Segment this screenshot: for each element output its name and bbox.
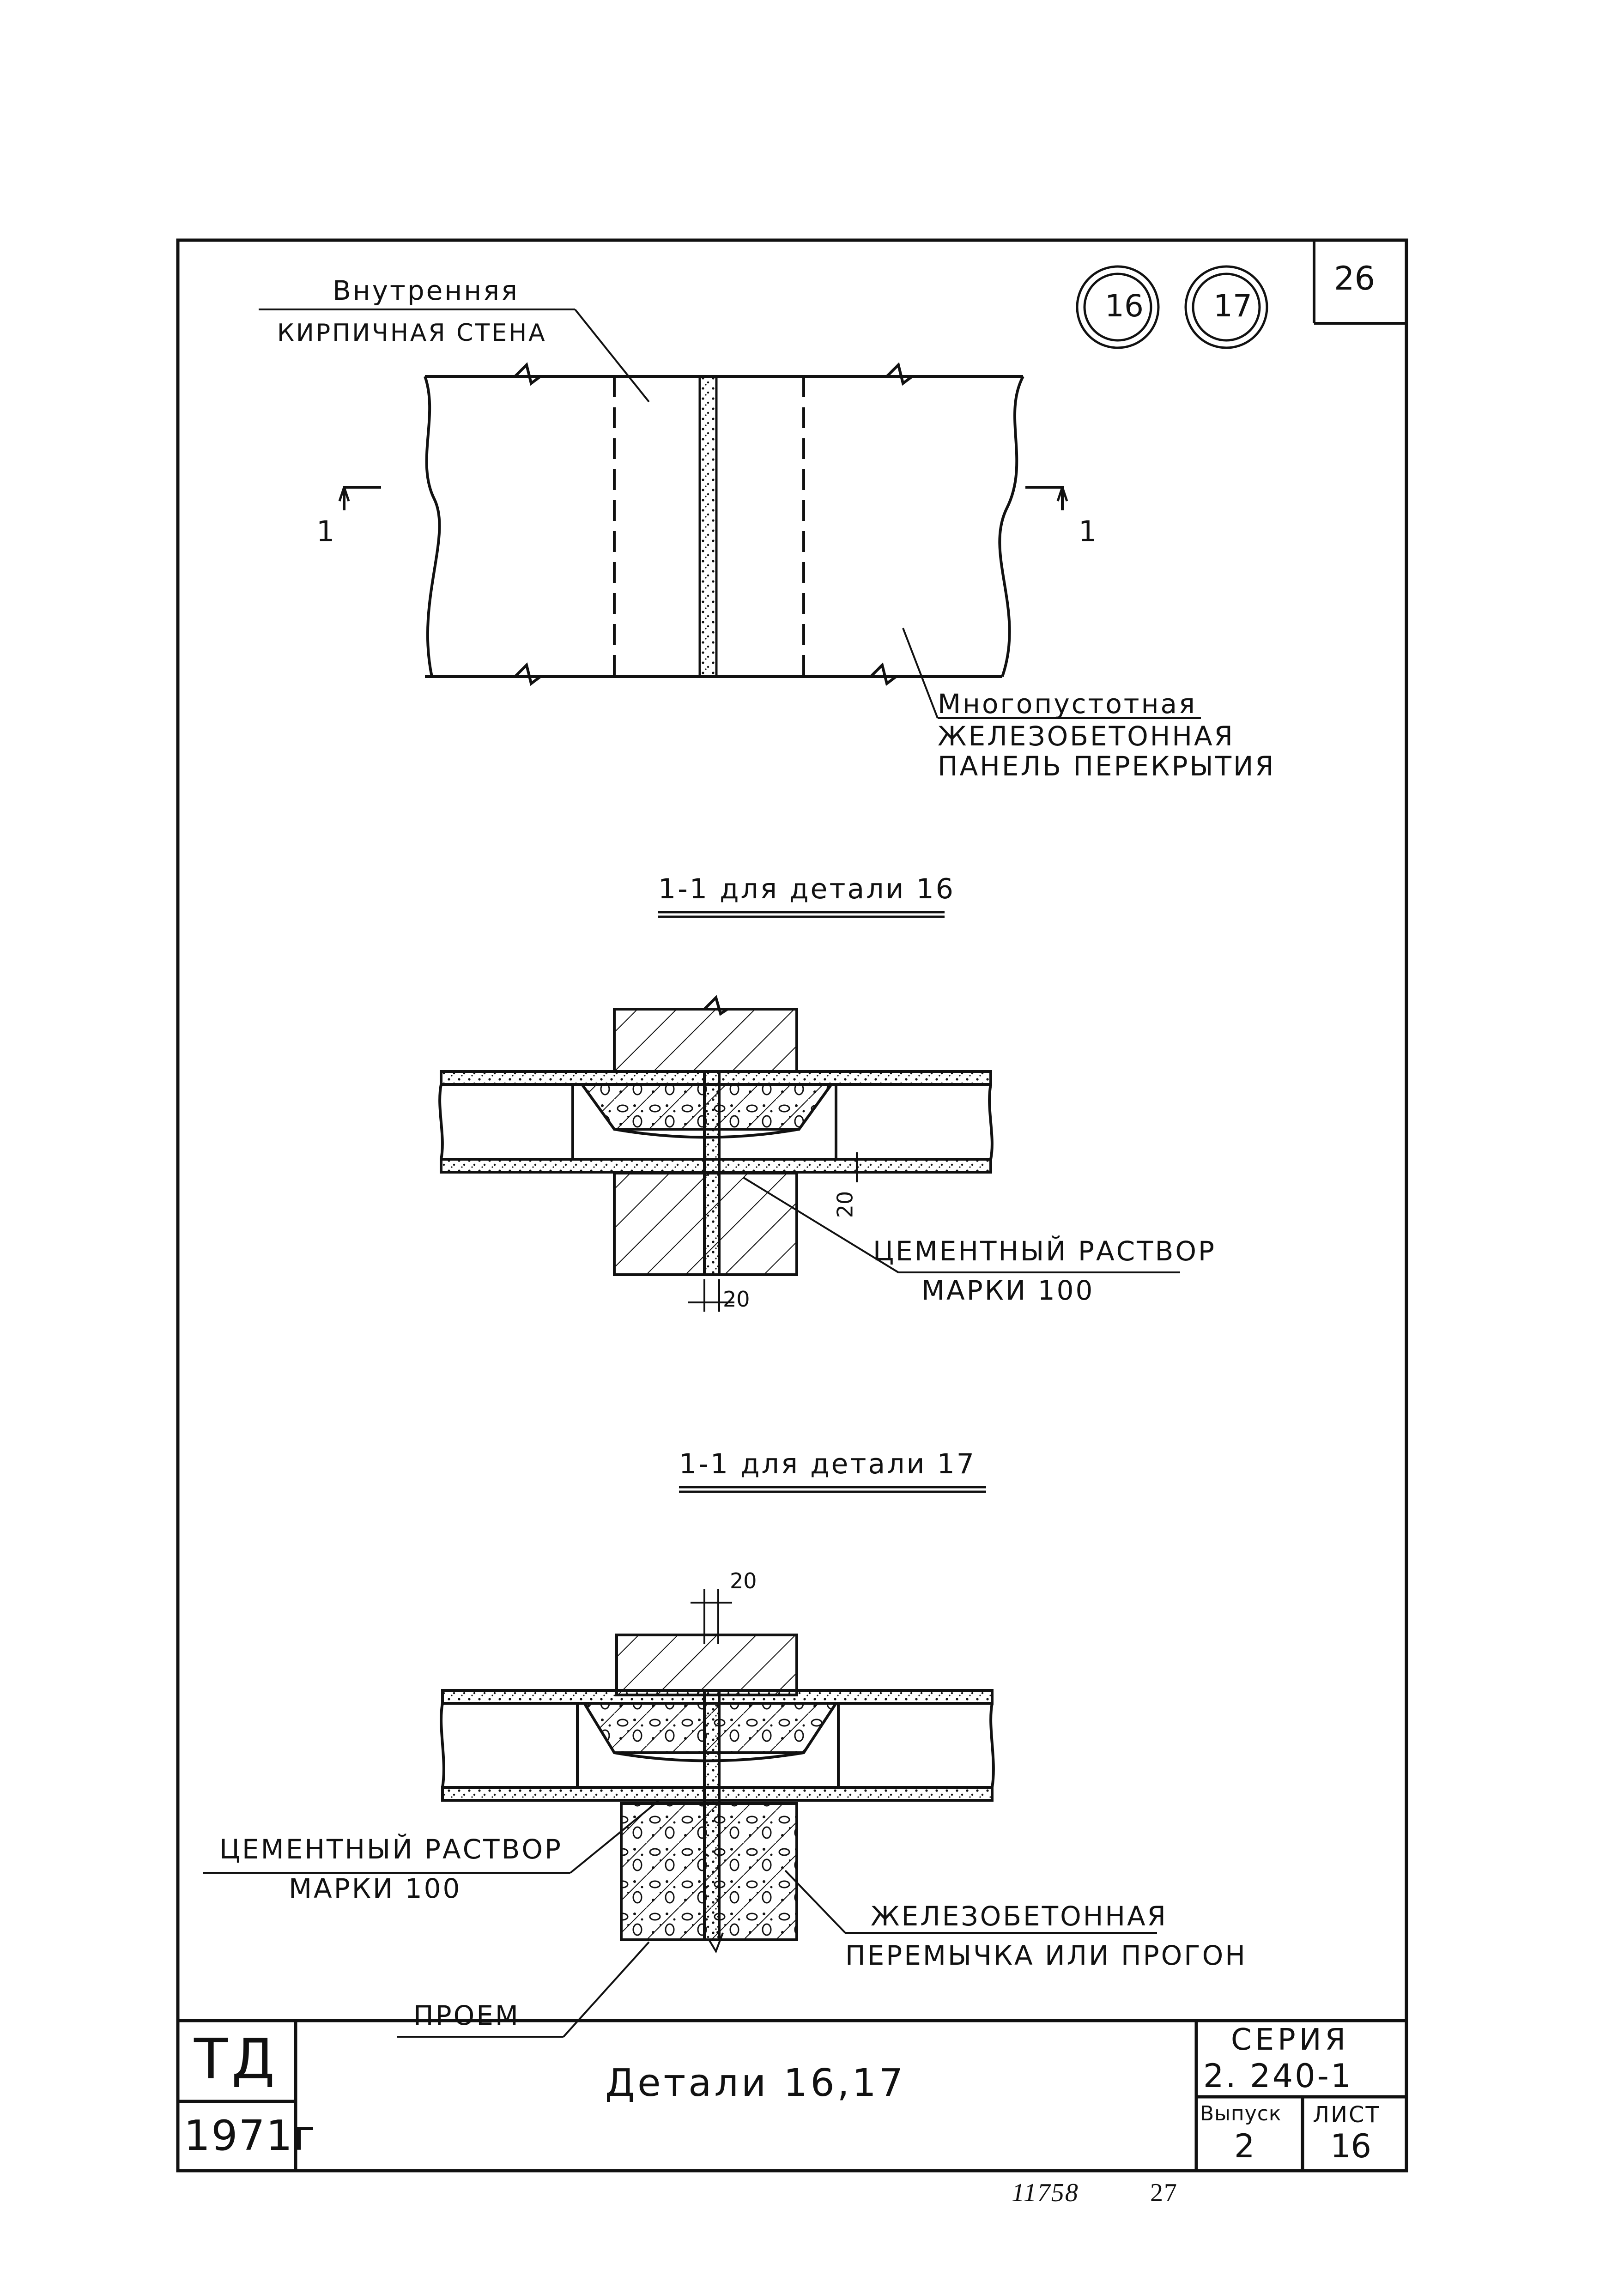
section-17-title: 1-1 для детали 17 (679, 1448, 976, 1480)
detail-marker-17-label: 17 (1213, 288, 1252, 324)
title-block-issue-label: Выпуск (1200, 2102, 1282, 2125)
footer-page-number: 27 (1150, 2179, 1178, 2207)
section-16-mortar-line2: марки 100 (921, 1275, 1095, 1306)
section-17-lintel-line2: перемычка или прогон (845, 1940, 1247, 1971)
section-17-lintel-line1: железобетонная (871, 1901, 1168, 1932)
section-16 (438, 911, 1180, 1312)
section-16-title: 1-1 для детали 16 (658, 873, 955, 905)
title-block-series-label: серия (1231, 2023, 1350, 2057)
title-block-issue-value: 2 (1234, 2127, 1255, 2165)
section-17-mortar-line1: цементный раствор (219, 1834, 563, 1865)
panel-label-line3: панель перекрытия (938, 751, 1276, 782)
title-block-year: 1971г (184, 2112, 316, 2160)
detail-marker-17 (1184, 265, 1268, 349)
section-17-dim-top: 20 (730, 1568, 757, 1593)
section-16-dim-horizontal: 20 (723, 1287, 750, 1312)
footer-archive-number: 11758 (1012, 2179, 1079, 2207)
section-17 (203, 1486, 1157, 2038)
section-16-dim-vertical: 20 (832, 1191, 858, 1218)
section-mark-left: 1 (316, 514, 335, 548)
detail-marker-16-label: 16 (1105, 288, 1144, 324)
title-block-sheet-value: 16 (1330, 2127, 1372, 2165)
wall-label-line2: кирпичная стена (277, 319, 547, 347)
detail-marker-16 (1076, 265, 1160, 349)
sheet-frame (176, 238, 1408, 2173)
title-block-lines (178, 2019, 1406, 2171)
section-16-mortar-line1: цементный раствор (873, 1235, 1217, 1267)
title-block-sheet-label: лист (1313, 2102, 1381, 2128)
wall-label-line1: Внутренняя (333, 275, 519, 306)
panel-label-line2: железобетонная (938, 720, 1235, 752)
title-block-series-value: 2. 240-1 (1203, 2057, 1353, 2095)
corner-sheet-number: 26 (1334, 260, 1376, 297)
section-17-opening-label: проем (413, 2000, 520, 2031)
title-block-title: Детали 16,17 (605, 2061, 906, 2105)
title-block-org: ТД (194, 2028, 279, 2092)
section-17-mortar-line2: марки 100 (289, 1873, 462, 1904)
panel-label-line1: Многопустотная (938, 688, 1197, 720)
section-mark-right: 1 (1079, 514, 1097, 548)
plan-view (259, 309, 1201, 719)
